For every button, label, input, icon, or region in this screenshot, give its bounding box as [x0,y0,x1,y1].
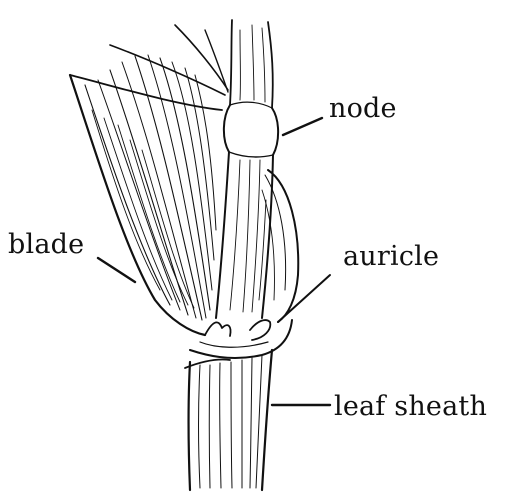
leaf-sheath-shape [189,350,273,490]
sheath-flap-shape [262,170,298,322]
blade-shape [70,25,228,335]
stem-shape [216,20,278,318]
node-label: node [329,95,397,122]
auricle-shape [185,320,292,368]
leaf-sheath-label: leaf sheath [334,393,487,420]
auricle-label: auricle [343,243,439,270]
blade-label: blade [8,231,84,258]
blade-leader-line [98,258,135,282]
node-leader-line [283,118,322,135]
